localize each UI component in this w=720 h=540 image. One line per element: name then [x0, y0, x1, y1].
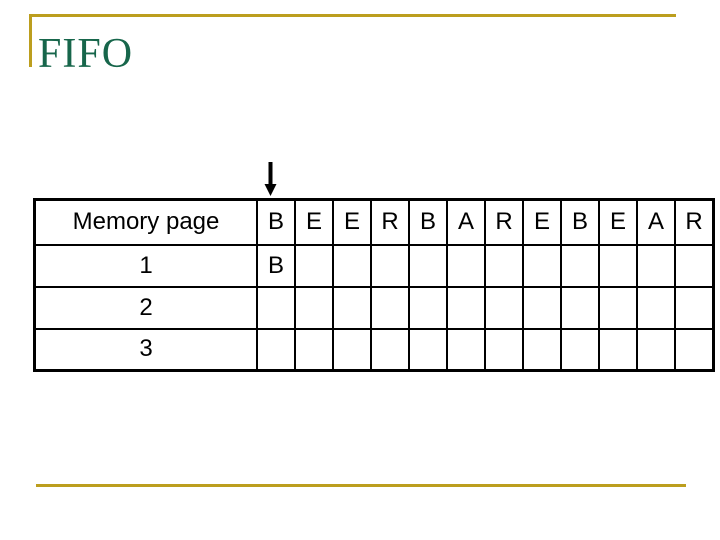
table-cell: [294, 285, 334, 330]
table-cell: [560, 243, 600, 288]
table-cell: [408, 285, 448, 330]
reference-letter-cell: R: [674, 198, 715, 246]
table-cell: [408, 327, 448, 372]
table-cell: [332, 243, 372, 288]
table-cell: [484, 327, 524, 372]
table-cell: B: [256, 243, 296, 288]
table-cell: [294, 327, 334, 372]
table-cell: [674, 285, 715, 330]
down-arrow-icon: [264, 162, 277, 196]
table-cell: [256, 285, 296, 330]
table-cell: [408, 243, 448, 288]
reference-letter-cell: E: [294, 198, 334, 246]
table-cell: [446, 243, 486, 288]
table-cell: [484, 285, 524, 330]
table-cell: [598, 285, 638, 330]
reference-letter-cell: E: [332, 198, 372, 246]
table-cell: [332, 285, 372, 330]
table-cell: [522, 285, 562, 330]
left-accent-bar: [29, 14, 32, 67]
table-cell: [294, 243, 334, 288]
table-cell: [674, 327, 715, 372]
table-cell: [370, 327, 410, 372]
reference-letter-cell: E: [522, 198, 562, 246]
reference-letter-cell: R: [484, 198, 524, 246]
row-label: 2: [33, 285, 258, 330]
table-cell: [674, 243, 715, 288]
table-row: 2: [33, 285, 715, 330]
reference-letter-cell: A: [446, 198, 486, 246]
table-cell: [598, 243, 638, 288]
memory-page-header: Memory page: [33, 198, 258, 246]
table-cell: [446, 285, 486, 330]
table-cell: [370, 243, 410, 288]
top-accent-line: [30, 14, 676, 17]
reference-letter-cell: E: [598, 198, 638, 246]
reference-letter-cell: A: [636, 198, 676, 246]
table-cell: [598, 327, 638, 372]
table-cell: [256, 327, 296, 372]
reference-letter-cell: R: [370, 198, 410, 246]
table-cell: [446, 327, 486, 372]
reference-letter-cell: B: [560, 198, 600, 246]
table-cell: [522, 243, 562, 288]
table-cell: [522, 327, 562, 372]
slide-title: FIFO: [38, 31, 134, 77]
row-label: 3: [33, 327, 258, 372]
row-label: 1: [33, 243, 258, 288]
table-cell: [560, 285, 600, 330]
table-row: 3: [33, 327, 715, 372]
table-cell: [332, 327, 372, 372]
reference-letter-cell: B: [408, 198, 448, 246]
reference-letter-cell: B: [256, 198, 296, 246]
table-cell: [484, 243, 524, 288]
table-cell: [636, 285, 676, 330]
table-cell: [370, 285, 410, 330]
table-cell: [636, 327, 676, 372]
bottom-accent-line: [36, 484, 686, 487]
table-cell: [560, 327, 600, 372]
table-cell: [636, 243, 676, 288]
